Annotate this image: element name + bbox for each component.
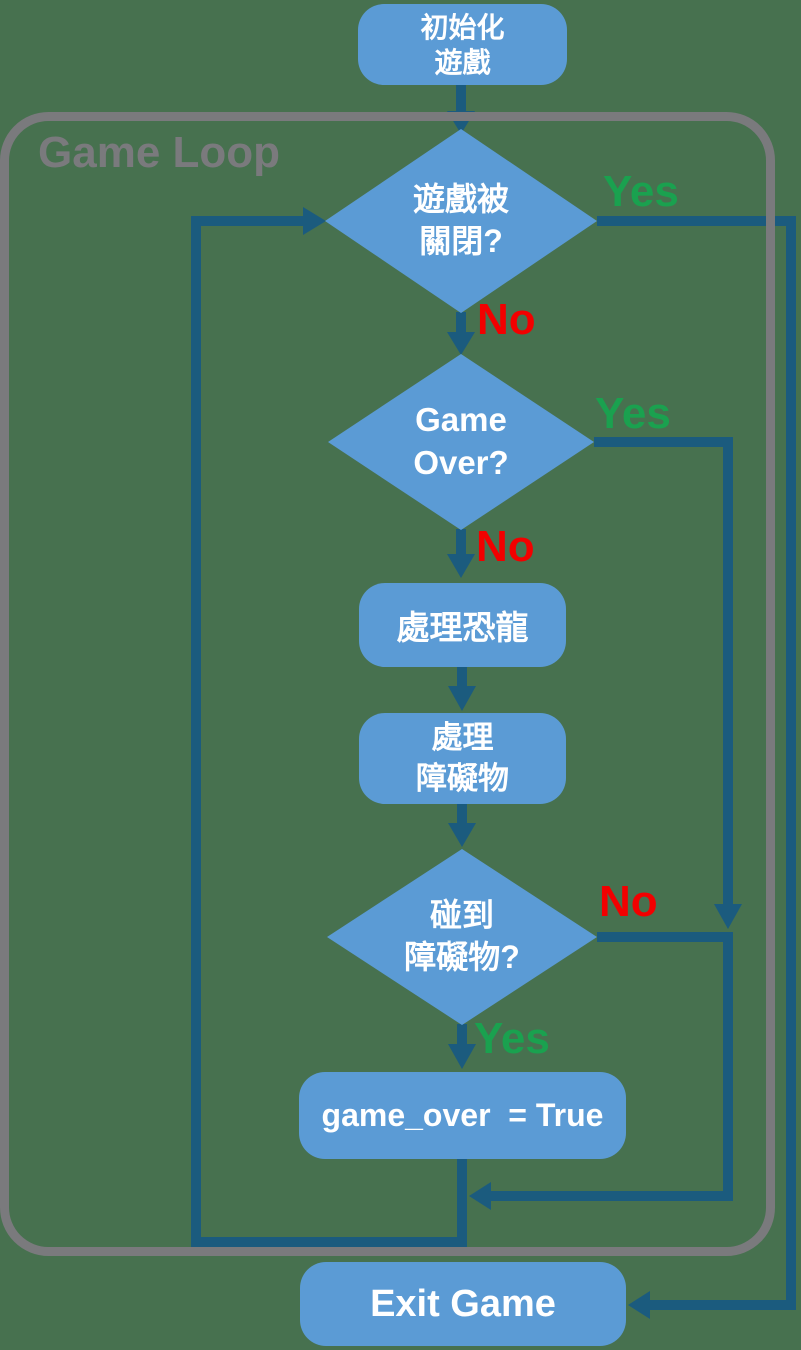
node-init-game-line1: 初始化 (420, 11, 505, 43)
node-hit-obstacle-text: 碰到 障礙物? (362, 895, 562, 978)
edge-label-game-closed-yes: Yes (603, 167, 679, 216)
arrowhead-into-set-game-over (448, 1044, 476, 1069)
node-game-closed-line2: 關閉? (419, 222, 503, 259)
arrowhead-into-game-over (447, 332, 475, 355)
node-handle-obstacles: 處理 障礙物 (359, 713, 566, 804)
node-exit-game: Exit Game (300, 1262, 626, 1346)
edge-loop-back-to-game-closed (191, 216, 467, 1247)
edge-label-game-closed-no: No (477, 295, 536, 344)
edge-game-over-yes-down (594, 437, 733, 906)
node-handle-dino-label: 處理恐龍 (396, 609, 529, 646)
node-handle-obstacles-line2: 障礙物 (416, 760, 509, 796)
edge-label-game-over-yes: Yes (595, 389, 671, 438)
edge-label-game-over-no: No (476, 522, 535, 571)
arrowhead-loop-into-game-closed (303, 207, 326, 235)
node-exit-game-label: Exit Game (370, 1282, 556, 1325)
node-init-game-line2: 遊戲 (434, 46, 491, 78)
node-handle-obstacles-line1: 處理 (431, 720, 494, 756)
arrowhead-into-hit-obstacle (448, 823, 476, 847)
node-set-game-over-label: game_over = True (321, 1097, 604, 1133)
edge-game-closed-yes-to-exit (597, 216, 796, 1310)
diamond-hit-obstacle (327, 849, 597, 1025)
arrowhead-into-handle-obstacles (448, 686, 476, 711)
node-hit-obstacle-line2: 障礙物? (404, 938, 520, 975)
arrowhead-into-handle-dino (447, 554, 475, 578)
node-set-game-over: game_over = True (299, 1072, 626, 1159)
node-game-closed-text: 遊戲被 關閉? (361, 179, 561, 262)
node-handle-dino: 處理恐龍 (359, 583, 566, 667)
arrowhead-skip-merge (469, 1182, 491, 1210)
node-game-over-text: Game Over? (361, 399, 561, 485)
edge-label-hit-obstacle-no: No (599, 877, 658, 926)
node-game-over-line1: Game (415, 401, 507, 438)
node-game-over-line2: Over? (413, 443, 509, 481)
node-game-closed-line1: 遊戲被 (412, 181, 509, 217)
diamond-game-closed (325, 129, 597, 313)
arrowhead-into-exit-game (628, 1291, 650, 1319)
game-loop-label: Game Loop (38, 128, 281, 177)
diamond-game-over (328, 354, 594, 530)
node-init-game: 初始化 遊戲 (358, 4, 567, 85)
arrowhead-game-over-yes-merge (714, 904, 742, 929)
edge-label-hit-obstacle-yes: Yes (474, 1014, 550, 1063)
edge-skip-to-merge (491, 937, 733, 1201)
game-loop-border (0, 112, 775, 1256)
node-hit-obstacle-line1: 碰到 (429, 897, 494, 933)
